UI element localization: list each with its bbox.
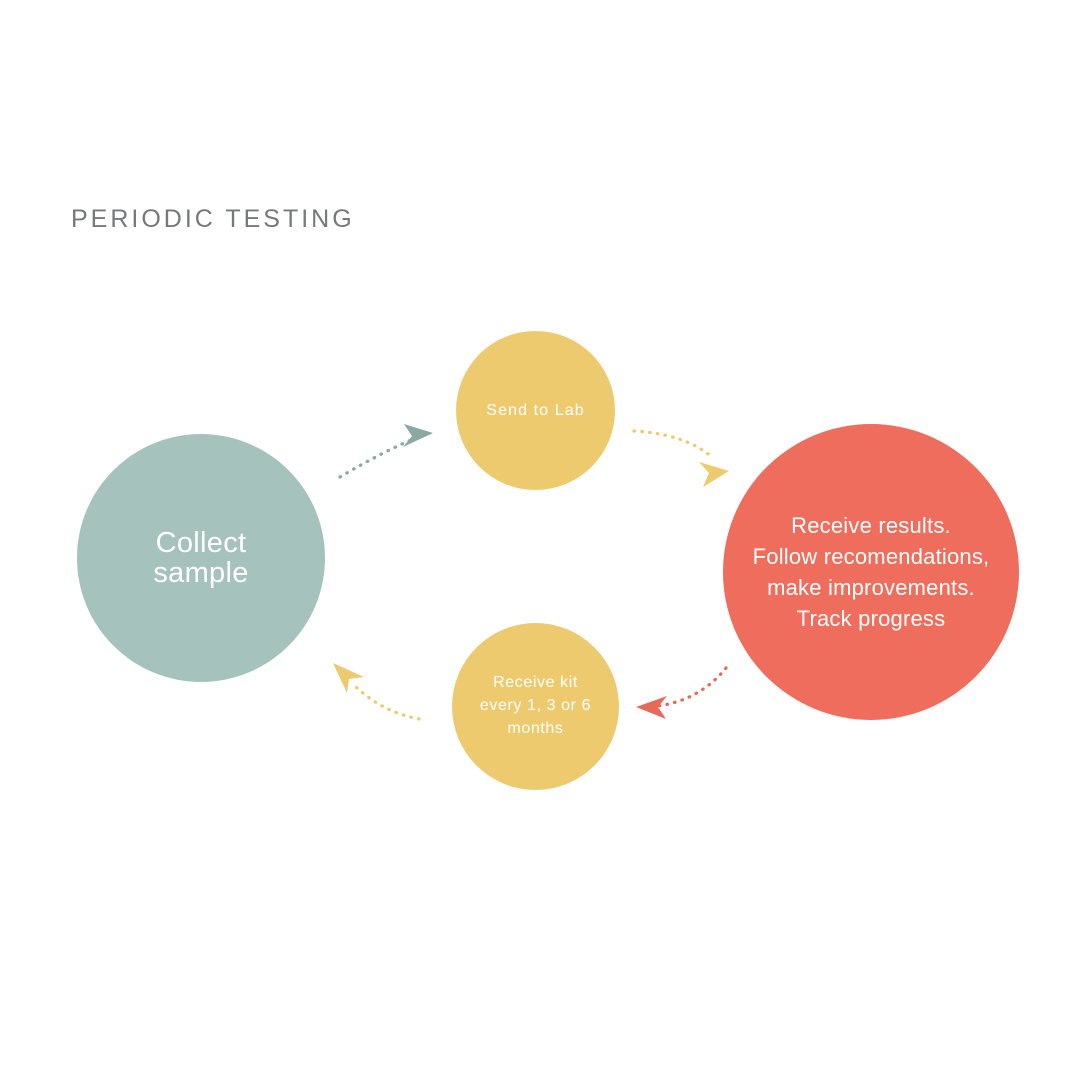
arrow-lab-to-results (632, 429, 729, 487)
node-receive-kit-label: Receive kit every 1, 3 or 6 months (479, 674, 592, 737)
node-receive-results[interactable]: Receive results. Follow recomendations, … (723, 424, 1019, 720)
arrow-collect-to-lab (338, 424, 433, 479)
node-receive-kit[interactable]: Receive kit every 1, 3 or 6 months (452, 623, 619, 790)
node-send-to-lab-label: Send to Lab (486, 401, 585, 419)
node-collect-sample[interactable]: Collect sample (77, 434, 325, 682)
arrow-results-to-kit (636, 666, 728, 719)
node-send-to-lab[interactable]: Send to Lab (456, 331, 615, 490)
page-title: PERIODIC TESTING (71, 205, 355, 233)
node-collect-sample-label: Collect sample (153, 526, 249, 589)
arrow-kit-to-collect (333, 663, 421, 721)
node-receive-results-label: Receive results. Follow recomendations, … (752, 512, 990, 632)
